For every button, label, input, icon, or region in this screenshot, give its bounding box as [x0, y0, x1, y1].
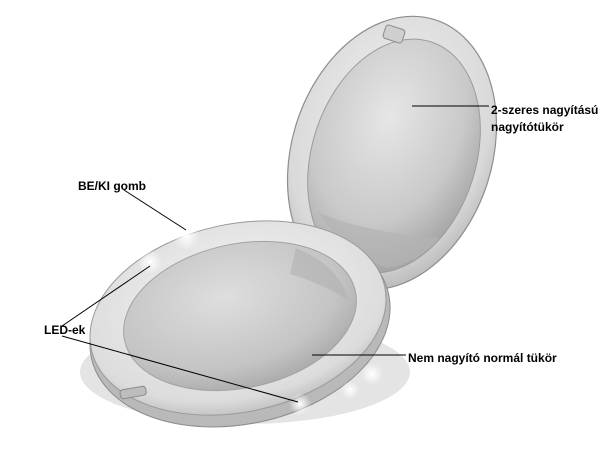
label-magnifying-mirror: 2-szeres nagyítású nagyítótükör: [491, 102, 598, 136]
leader-line-onoff: [124, 190, 186, 230]
led-glow: [361, 363, 383, 385]
label-normal-mirror: Nem nagyító normál tükör: [408, 350, 557, 367]
led-glow: [172, 222, 200, 250]
label-magnifying-mirror-line1: 2-szeres nagyítású: [491, 102, 598, 119]
led-glow: [341, 381, 359, 399]
led-glow: [138, 250, 162, 274]
label-leds: LED-ek: [44, 322, 85, 339]
label-magnifying-mirror-line2: nagyítótükör: [491, 119, 598, 136]
label-on-off-button: BE/KI gomb: [78, 178, 146, 195]
led-glow: [289, 393, 311, 415]
